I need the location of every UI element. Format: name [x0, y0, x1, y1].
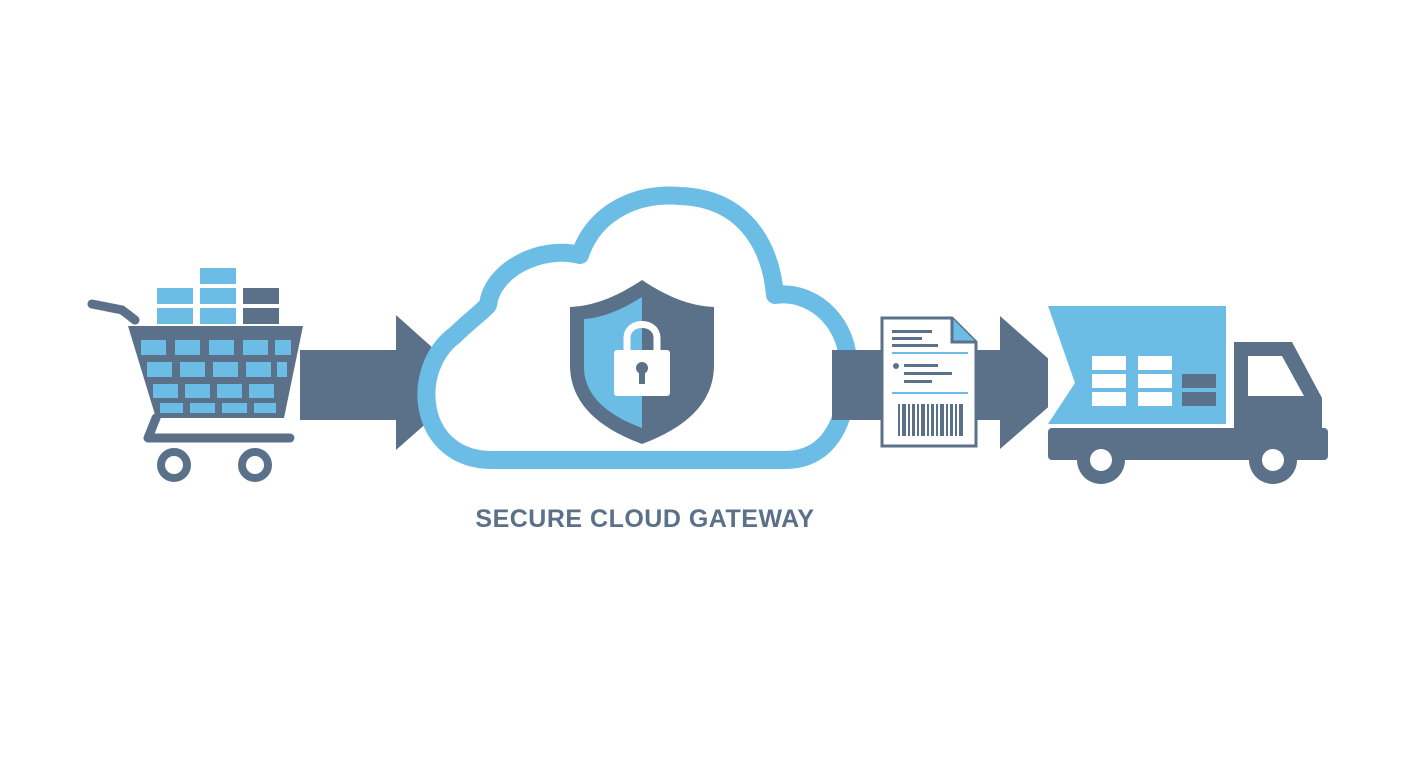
- delivery-truck-icon: [1048, 306, 1328, 484]
- diagram-caption: SECURE CLOUD GATEWAY: [475, 505, 815, 533]
- shield-lock-icon: [570, 280, 714, 444]
- document-barcode-icon: [880, 316, 978, 448]
- arrow-right-icon: [974, 316, 1076, 449]
- arrow-connector-icon: [832, 350, 882, 420]
- shopping-cart-icon: [87, 268, 303, 482]
